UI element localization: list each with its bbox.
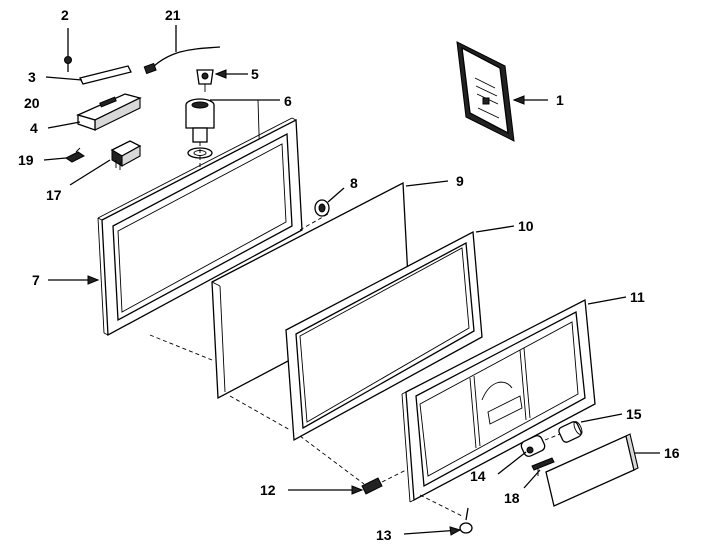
part-13-screw — [459, 507, 473, 534]
callout-21: 21 — [165, 7, 181, 23]
callout-19: 19 — [18, 152, 34, 168]
callout-15: 15 — [626, 406, 642, 422]
callout-14: 14 — [470, 468, 486, 484]
callout-10: 10 — [518, 218, 534, 234]
callout-9: 9 — [456, 173, 464, 189]
callout-16: 16 — [664, 445, 680, 461]
callout-18: 18 — [504, 490, 520, 506]
part-14-socket — [520, 435, 546, 457]
callout-8: 8 — [350, 175, 358, 191]
part-15-lens — [558, 421, 583, 443]
callout-20: 20 — [24, 95, 40, 111]
part-10-gasket — [285, 230, 483, 442]
callout-5: 5 — [251, 66, 259, 82]
callout-12: 12 — [260, 482, 276, 498]
part-19-clip — [65, 147, 85, 163]
part-17-switch — [110, 140, 142, 170]
callout-3: 3 — [28, 69, 36, 85]
callout-17: 17 — [46, 187, 62, 203]
part-2-screw — [64, 56, 72, 72]
part-21-cord — [143, 46, 221, 75]
assembly-guide-lines — [149, 213, 561, 517]
part-7-outer-frame — [97, 117, 303, 337]
callout-labels: 1 2 3 4 5 6 7 8 9 10 11 12 13 14 15 16 1… — [18, 7, 680, 543]
callout-7: 7 — [32, 272, 40, 288]
callout-4: 4 — [30, 120, 38, 136]
arrowheads — [87, 69, 525, 536]
callout-2: 2 — [61, 7, 69, 23]
part-11-inner-liner — [401, 298, 596, 503]
part-1-panel — [456, 41, 515, 142]
callout-13: 13 — [376, 527, 392, 543]
part-12-hinge — [361, 469, 407, 495]
part-8-grommet — [314, 199, 330, 217]
callout-1: 1 — [556, 92, 564, 108]
part-3-strip — [79, 65, 132, 85]
part-20-switch-housing — [76, 93, 142, 131]
part-16-lens-cover — [545, 433, 639, 507]
part-5-lamp-socket — [196, 69, 214, 92]
callout-6: 6 — [284, 93, 292, 109]
callout-11: 11 — [630, 289, 645, 305]
